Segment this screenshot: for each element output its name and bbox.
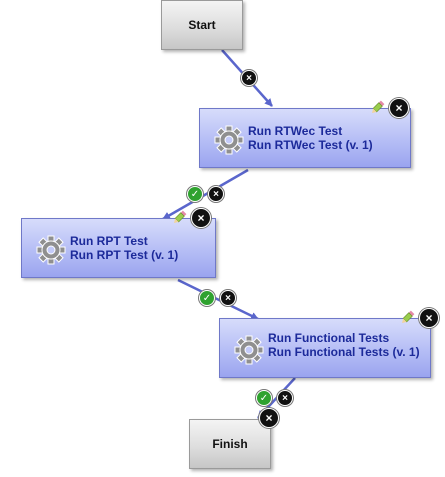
finish-node[interactable]: Finish bbox=[189, 419, 271, 469]
start-label: Start bbox=[188, 18, 216, 32]
delete-step-rtwec-icon[interactable]: × bbox=[389, 98, 409, 118]
step-node-run-rpt-test[interactable]: Run RPT Test Run RPT Test (v. 1) bbox=[21, 218, 216, 278]
gear-icon bbox=[214, 125, 244, 155]
check-icon: ✓ bbox=[187, 186, 203, 202]
connector-rpt-to-functional bbox=[177, 278, 259, 321]
finish-label: Finish bbox=[212, 437, 248, 451]
delete-finish-icon[interactable]: × bbox=[259, 408, 279, 428]
delete-connector-start-icon[interactable]: × bbox=[241, 70, 257, 86]
pencil-icon[interactable] bbox=[399, 310, 415, 326]
delete-connector-rpt-icon[interactable]: × bbox=[220, 290, 236, 306]
step-subtitle: Run RPT Test (v. 1) bbox=[70, 248, 179, 262]
start-node[interactable]: Start bbox=[161, 0, 243, 50]
connector-rtwec-to-rpt bbox=[162, 168, 249, 221]
step-node-run-functional-tests[interactable]: Run Functional Tests Run Functional Test… bbox=[219, 318, 431, 378]
gear-icon bbox=[36, 235, 66, 265]
pencil-icon[interactable] bbox=[369, 100, 385, 116]
delete-connector-functional-icon[interactable]: × bbox=[277, 390, 293, 406]
delete-step-rpt-icon[interactable]: × bbox=[191, 208, 211, 228]
step-title: Run Functional Tests bbox=[268, 331, 390, 345]
step-title: Run RTWec Test bbox=[248, 124, 343, 138]
gear-icon bbox=[234, 335, 264, 365]
check-icon: ✓ bbox=[256, 390, 272, 406]
step-node-run-rtwec-test[interactable]: Run RTWec Test Run RTWec Test (v. 1) bbox=[199, 108, 411, 168]
step-subtitle: Run Functional Tests (v. 1) bbox=[268, 345, 420, 359]
delete-step-functional-icon[interactable]: × bbox=[419, 308, 439, 328]
check-icon: ✓ bbox=[199, 290, 215, 306]
delete-connector-rtwec-icon[interactable]: × bbox=[208, 186, 224, 202]
step-title: Run RPT Test bbox=[70, 234, 148, 248]
pencil-icon[interactable] bbox=[171, 210, 187, 226]
step-subtitle: Run RTWec Test (v. 1) bbox=[248, 138, 373, 152]
